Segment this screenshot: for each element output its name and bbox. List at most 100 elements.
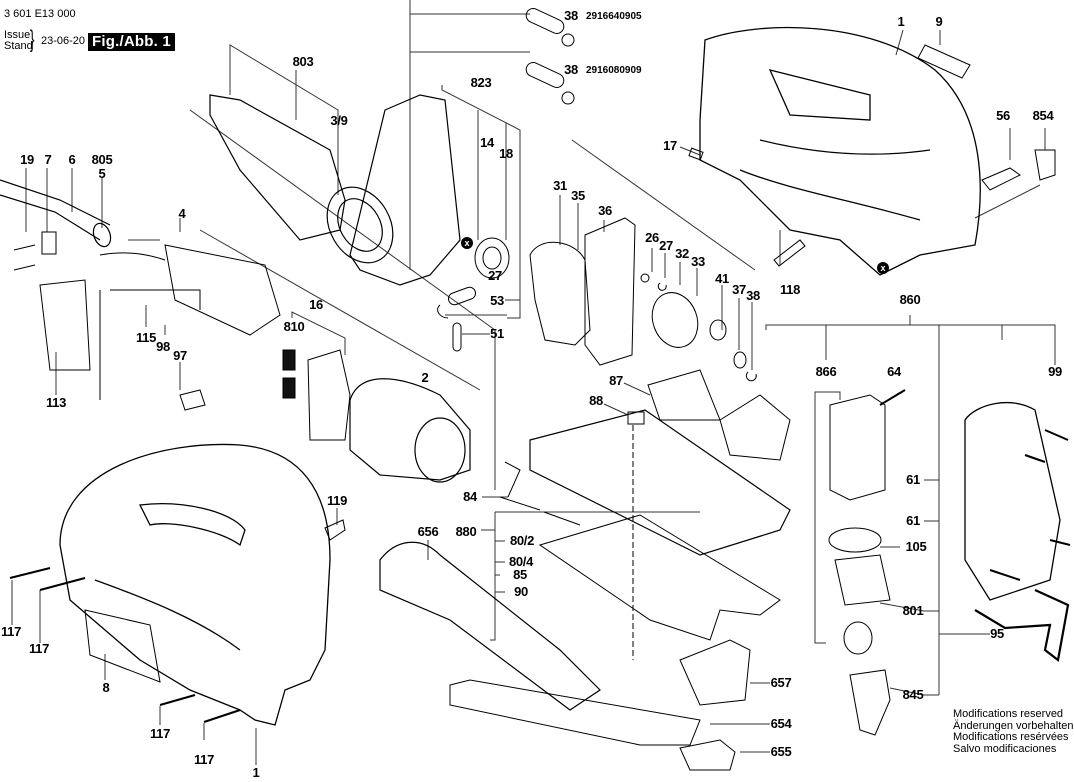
callout-656: 656 xyxy=(417,524,439,539)
note-de: Änderungen vorbehalten xyxy=(953,719,1074,732)
stand-label: Stand xyxy=(4,40,33,52)
callout-85: 85 xyxy=(513,567,527,582)
part-119 xyxy=(324,519,346,541)
callout-9: 9 xyxy=(935,14,943,29)
plate-31 xyxy=(529,241,591,346)
base-plate-880 xyxy=(538,514,781,641)
housing-half-right xyxy=(699,26,981,276)
callout-33: 33 xyxy=(691,254,705,269)
callout-38-c: 38 xyxy=(746,288,760,303)
figure-label: Fig./Abb. 1 xyxy=(88,33,175,51)
callout-80-4: 80/4 xyxy=(508,554,534,569)
callout-38-b: 38 xyxy=(564,62,578,77)
part-801 xyxy=(834,554,891,606)
callout-88: 88 xyxy=(589,393,603,408)
order-number-38-a: 2916640905 xyxy=(586,11,642,22)
part-655 xyxy=(679,739,736,771)
note-es: Salvo modificaciones xyxy=(953,742,1057,755)
callout-16: 16 xyxy=(309,297,323,312)
callout-866: 866 xyxy=(815,364,837,379)
callout-810: 810 xyxy=(283,319,305,334)
callout-118: 118 xyxy=(779,282,801,297)
callout-801: 801 xyxy=(902,603,924,618)
bracket-823 xyxy=(441,85,521,319)
document-number: 3 601 E13 000 xyxy=(4,8,76,20)
callout-657: 657 xyxy=(770,675,792,690)
plunger-866 xyxy=(829,394,886,501)
gear-33 xyxy=(651,292,699,348)
plate-36 xyxy=(584,217,636,366)
x-marker: x xyxy=(877,262,889,274)
callout-5: 5 xyxy=(98,166,106,181)
callout-18: 18 xyxy=(499,146,513,161)
callout-31: 31 xyxy=(553,178,567,193)
housing-half-left xyxy=(59,443,331,726)
callout-805: 805 xyxy=(91,152,113,167)
callout-1-bottom: 1 xyxy=(252,765,260,780)
callout-64: 64 xyxy=(887,364,901,379)
callout-845: 845 xyxy=(902,687,924,702)
electronics-113 xyxy=(39,279,91,371)
callout-26: 26 xyxy=(645,230,659,245)
callout-37: 37 xyxy=(732,282,746,297)
callout-654: 654 xyxy=(770,716,792,731)
armature-803 xyxy=(209,94,394,264)
callout-19: 19 xyxy=(20,152,34,167)
bracket-803 xyxy=(229,44,339,195)
callout-51: 51 xyxy=(490,326,504,341)
callout-61-b: 61 xyxy=(906,513,920,528)
callout-97: 97 xyxy=(173,348,187,363)
label-9-shape xyxy=(917,44,971,79)
callout-117-a: 117 xyxy=(0,624,22,639)
bearing-housing-823 xyxy=(349,94,461,286)
callout-95: 95 xyxy=(990,626,1004,641)
callout-80-2: 80/2 xyxy=(509,533,535,548)
note-en: Modifications reserved xyxy=(953,708,1064,720)
callout-41: 41 xyxy=(715,271,729,286)
callout-53: 53 xyxy=(490,293,504,308)
callout-119: 119 xyxy=(326,493,348,508)
callout-32: 32 xyxy=(675,246,689,261)
callout-105: 105 xyxy=(905,539,927,554)
callout-61-a: 61 xyxy=(906,472,920,487)
callout-803: 803 xyxy=(292,54,314,69)
field-stator-2 xyxy=(349,378,471,483)
issue-label: Issue xyxy=(4,29,31,41)
order-number-38-b: 2916080909 xyxy=(586,65,642,76)
callout-113: 113 xyxy=(45,395,67,410)
callout-90: 90 xyxy=(514,584,528,599)
brush-holder-16 xyxy=(307,349,351,441)
x-marker: x xyxy=(461,237,473,249)
callout-17: 17 xyxy=(663,138,677,153)
callout-8: 8 xyxy=(102,680,110,695)
extraction-adapter-656 xyxy=(379,541,601,711)
blade-guard-99 xyxy=(964,402,1061,601)
callout-117-d: 117 xyxy=(193,752,215,767)
part-845 xyxy=(849,669,891,736)
callout-117-b: 117 xyxy=(28,641,50,656)
part-87 xyxy=(647,369,721,421)
callout-1: 1 xyxy=(897,14,905,29)
modification-notes: Modifications reserved Änderungen vorbeh… xyxy=(953,708,1074,755)
callout-87: 87 xyxy=(609,373,623,388)
brace: } xyxy=(30,26,35,53)
part-657 xyxy=(679,639,751,706)
ring-105 xyxy=(828,527,882,553)
callout-99: 99 xyxy=(1048,364,1062,379)
callout-6: 6 xyxy=(68,152,76,167)
cord-clamp-7 xyxy=(41,231,57,255)
callout-655: 655 xyxy=(770,744,792,759)
issue-date: 23-06-20 xyxy=(41,35,86,47)
callout-27-a: 27 xyxy=(659,238,673,253)
callout-98: 98 xyxy=(156,339,170,354)
callout-84: 84 xyxy=(463,489,477,504)
callout-880: 880 xyxy=(455,524,477,539)
callout-854: 854 xyxy=(1032,108,1054,123)
power-cord xyxy=(0,179,112,248)
callout-7: 7 xyxy=(44,152,52,167)
gear-housing xyxy=(529,409,791,556)
callout-56: 56 xyxy=(996,108,1010,123)
callout-35: 35 xyxy=(571,188,585,203)
